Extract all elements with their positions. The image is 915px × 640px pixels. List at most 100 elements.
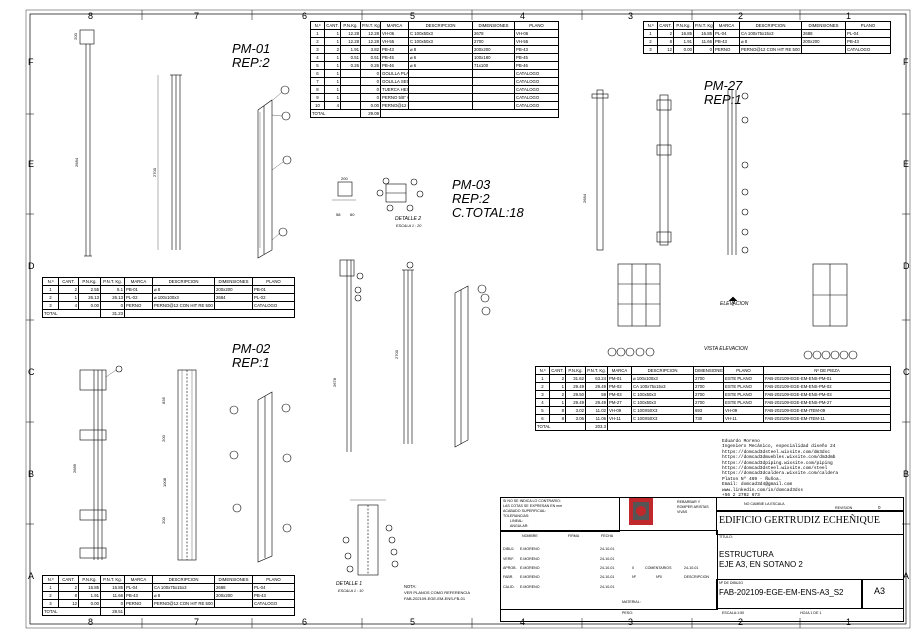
- column-header: CANT.: [549, 366, 566, 375]
- table-cell: 2: [535, 382, 550, 391]
- table-cell: 2: [549, 374, 566, 383]
- column-header: P.N.T. Kg.: [360, 21, 381, 30]
- table-cell: 1: [324, 61, 341, 70]
- table-cell: 0: [100, 599, 125, 608]
- table-cell: 2: [310, 37, 325, 46]
- table-cell: 11.66: [693, 37, 714, 46]
- drawing-number: FAB-202109-EGE-EM-ENS-A3_S2: [719, 588, 844, 597]
- row-label: C: [903, 367, 910, 377]
- table-cell: 12.28: [340, 29, 361, 38]
- tb-peso: PESO:: [622, 611, 633, 615]
- table-cell: 12.28: [340, 37, 361, 46]
- total-value: 29.09: [360, 109, 381, 118]
- table-cell: PM-02: [607, 382, 632, 391]
- tb-role: FABR.: [503, 575, 514, 579]
- project-name: EDIFICIO GERTRUDIZ ECHEÑIQUE: [719, 515, 881, 526]
- row-label: A: [28, 571, 35, 581]
- table-cell: 11.06: [585, 414, 608, 423]
- table-cell: 3: [42, 301, 59, 310]
- table-cell: CATALOGO: [845, 45, 891, 54]
- table-cell: [408, 101, 473, 110]
- table-cell: 0: [360, 69, 381, 78]
- dim-text: 200: [160, 517, 166, 524]
- tb-role: VERIF.: [503, 557, 515, 561]
- table-cell: 3.82: [360, 45, 381, 54]
- table-cell: 1: [535, 374, 550, 383]
- author-line: https://domcad3dsteel.wixsite.com/steel: [722, 466, 828, 472]
- tb-person: E.MORENO: [520, 557, 540, 561]
- column-header: P.N.Kg.: [673, 21, 694, 30]
- table-cell: 1: [549, 382, 566, 391]
- table-cell: PERNO@12 CON HIT RE 500: [152, 599, 215, 608]
- table-cell: PERNO@12 CON HIT RE 500: [380, 101, 409, 110]
- table-cell: 2700: [693, 374, 724, 383]
- col-label: 1: [846, 11, 852, 21]
- column-header: N.º: [42, 575, 59, 584]
- tb-size-box: [861, 579, 904, 609]
- author-line: Ingeniero Mecánico, especialidad diseño …: [722, 444, 836, 450]
- table-cell: 2: [657, 29, 674, 38]
- table-cell: [408, 85, 473, 94]
- author-line: https://domcad3dmuebles.wixsite.com/dm3d…: [722, 455, 836, 461]
- table-cell: 3: [643, 45, 658, 54]
- tb-rev-comment: COMENTARIOS: [645, 566, 672, 570]
- total-label: TOTAL: [535, 422, 586, 431]
- tb-rev-desc: DESCRIPCION: [684, 575, 709, 579]
- column-header: MARCA: [124, 575, 153, 584]
- table-cell: 29.49: [565, 398, 586, 407]
- table-cell: ⌀ 8: [739, 37, 802, 46]
- total-filler: [607, 422, 891, 431]
- table-cell: VH-09: [723, 406, 764, 415]
- table-cell: [472, 93, 515, 102]
- table-cell: PM-27: [607, 398, 632, 407]
- author-line: Eduardo Moreno: [722, 439, 760, 444]
- row-label: B: [28, 469, 35, 479]
- tb-role: CALID.: [503, 585, 515, 589]
- table-cell: 26.13: [78, 293, 101, 302]
- table-cell: PL-04: [252, 583, 295, 592]
- table-cell: C 100x50x3: [631, 390, 694, 399]
- table-cell: 0.26: [340, 61, 361, 70]
- table-cell: 0.00: [78, 301, 101, 310]
- author-line: https://domcad3dpiping.wixsite.com/pipin…: [722, 460, 833, 466]
- table-cell: C 100x50x3: [408, 37, 473, 46]
- tb-note: TOLERANCIAS:: [503, 514, 530, 518]
- table-cell: PB-45: [380, 53, 409, 62]
- table-cell: 4: [310, 53, 325, 62]
- table-cell: 3: [535, 390, 550, 399]
- tb-title-label: TÍTULO:: [719, 535, 733, 539]
- table-cell: 2: [42, 293, 59, 302]
- table-cell: PERNO: [713, 45, 740, 54]
- table-cell: [340, 77, 361, 86]
- table-cell: 0: [360, 93, 381, 102]
- dim-text: 2684: [73, 158, 79, 167]
- table-cell: VH-06: [380, 29, 409, 38]
- tb-note: LINEAL:: [510, 519, 524, 523]
- table-cell: PL-04: [124, 583, 153, 592]
- table-cell: 31.62: [565, 374, 586, 383]
- part-rep-pm01: REP:2: [232, 55, 270, 70]
- tb-date: 24-10-01: [600, 585, 615, 589]
- table-cell: PL-02: [252, 293, 295, 302]
- detail2-scale: ESCALA 1 : 20: [396, 224, 422, 228]
- table-cell: PM-03: [607, 390, 632, 399]
- column-header: N.º: [535, 366, 550, 375]
- table-cell: ⌀ 6: [408, 61, 473, 70]
- table-cell: 2: [58, 583, 79, 592]
- table-cell: 16.85: [100, 583, 125, 592]
- tb-person: E.MORENO: [520, 547, 540, 551]
- table-cell: 11.66: [100, 591, 125, 600]
- table-cell: PERNO 5/8" CABEZA HEXAGONAL: [380, 93, 409, 102]
- table-cell: ESTE PLANO: [723, 382, 764, 391]
